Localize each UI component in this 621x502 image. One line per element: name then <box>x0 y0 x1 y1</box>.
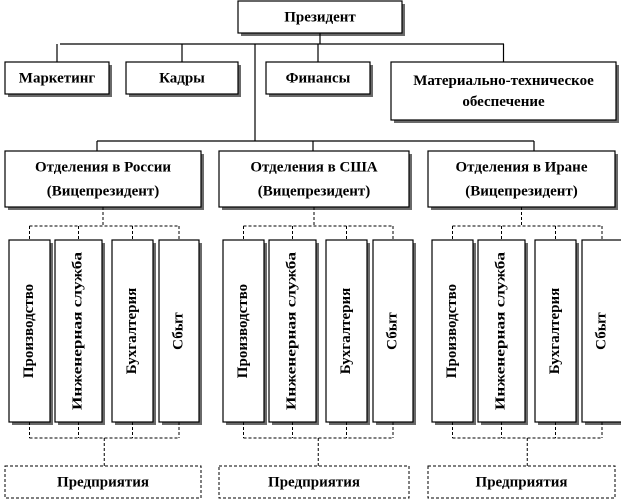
function-finance-label: Финансы <box>286 70 351 86</box>
department-box-usa-3 <box>325 239 368 423</box>
department-box-russia-1 <box>8 239 51 423</box>
function-box-logistics <box>390 61 617 121</box>
division-iran-label-line-1: Отделения в Иране <box>456 159 588 175</box>
department-box-iran-3 <box>534 239 577 423</box>
enterprises-label-iran: Предприятия <box>476 474 568 490</box>
division-iran-label-line-2: (Вицепрезидент) <box>465 183 578 199</box>
department-label-iran-2: Инженерная служба <box>494 252 509 410</box>
function-personnel-label: Кадры <box>159 70 205 86</box>
function-box-marketing <box>4 61 110 95</box>
enterprises-label-russia: Предприятия <box>57 474 149 490</box>
department-box-usa-1 <box>222 239 265 423</box>
function-logistics-label-line-2: обеспечение <box>462 94 545 110</box>
function-marketing-label: Маркетинг <box>19 70 96 86</box>
division-usa-label-line-2: (Вицепрезидент) <box>258 183 371 199</box>
department-label-russia-1: Производство <box>21 284 37 378</box>
department-box-iran-2 <box>477 239 526 423</box>
department-box-iran-4 <box>581 239 621 423</box>
division-box-russia <box>4 150 202 208</box>
department-label-russia-4: Сбыт <box>170 312 186 350</box>
enterprises-box-russia <box>4 465 202 499</box>
function-logistics-label-line-1: Материально-техническое <box>413 73 594 89</box>
department-label-russia-3: Бухгалтерия <box>124 288 140 375</box>
division-russia-label-line-2: (Вицепрезидент) <box>47 183 160 199</box>
department-label-usa-4: Сбыт <box>384 312 400 350</box>
department-label-iran-3: Бухгалтерия <box>547 288 563 375</box>
division-usa-label-line-1: Отделения в США <box>250 159 377 175</box>
department-box-usa-4 <box>372 239 414 423</box>
department-label-usa-2: Инженерная служба <box>285 252 300 410</box>
department-label-iran-1: Производство <box>444 284 460 378</box>
department-label-russia-2: Инженерная служба <box>71 252 86 410</box>
department-label-iran-4: Сбыт <box>593 312 609 350</box>
division-russia-label-line-1: Отделения в России <box>35 159 171 175</box>
department-label-usa-1: Производство <box>235 284 251 378</box>
enterprises-box-usa <box>218 465 410 499</box>
enterprises-label-usa: Предприятия <box>268 474 360 490</box>
president-label: Президент <box>284 9 356 25</box>
function-box-finance <box>265 61 371 95</box>
division-box-usa <box>218 150 410 208</box>
function-box-personnel <box>125 61 239 95</box>
department-box-iran-1 <box>431 239 474 423</box>
department-box-russia-2 <box>54 239 103 423</box>
enterprises-box-iran <box>427 465 616 499</box>
division-box-iran <box>427 150 616 208</box>
department-box-russia-3 <box>111 239 154 423</box>
president-box <box>237 0 403 34</box>
department-label-usa-3: Бухгалтерия <box>338 288 354 375</box>
